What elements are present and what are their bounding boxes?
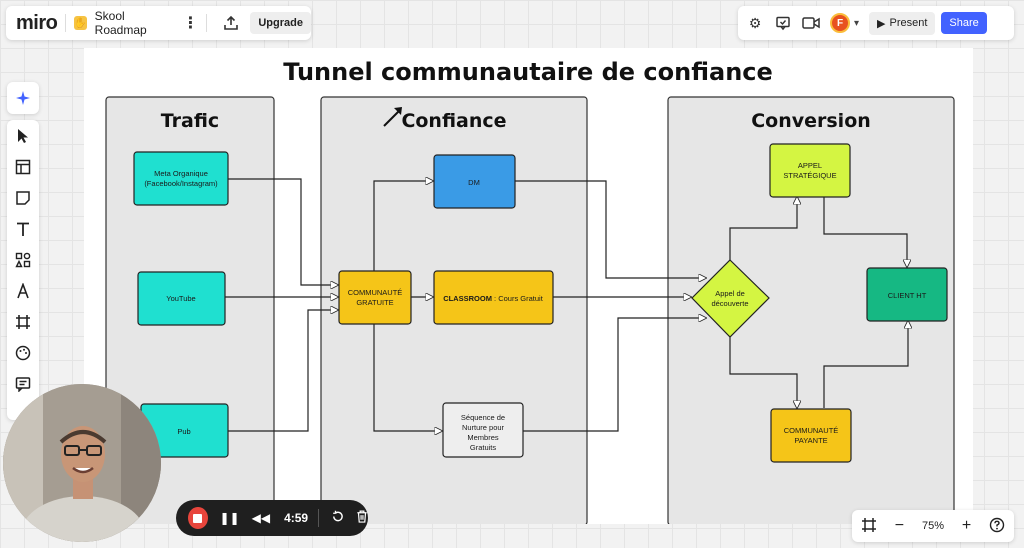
frame-tool-icon[interactable] <box>7 306 39 337</box>
reactions-icon[interactable]: ⚙︎ <box>748 14 762 31</box>
node-community-line1: COMMUNAUTÉ <box>348 288 403 297</box>
webcam-person-image <box>3 384 161 542</box>
connector-dm-to-call <box>515 180 706 278</box>
arrow-cursor-icon <box>383 109 401 127</box>
stop-icon <box>193 513 203 523</box>
play-icon: ▶ <box>877 17 886 30</box>
node-strategic-line2: STRATÉGIQUE <box>783 171 836 180</box>
node-nurture-sequence[interactable]: Séquence de Nurture pour Membres Gratuit… <box>442 402 524 458</box>
arrow-head <box>394 107 402 115</box>
connector-nurture-to-call <box>523 318 706 432</box>
connector-community-to-nurture <box>373 324 442 431</box>
zoom-level[interactable]: 75% <box>921 520 944 532</box>
node-appel-strategique[interactable]: APPEL STRATÉGIQUE <box>769 143 851 198</box>
node-classroom[interactable]: CLASSROOM : Cours Gratuit <box>433 270 554 325</box>
node-pub[interactable]: Pub <box>140 403 229 458</box>
divider <box>65 14 67 32</box>
zoom-controls: − 75% + <box>852 510 1014 542</box>
node-communaute-payante[interactable]: COMMUNAUTÉ PAYANTE <box>770 408 852 463</box>
node-community-line2: GRATUITE <box>356 298 393 307</box>
comments-icon[interactable] <box>772 12 794 34</box>
diagram-title: Tunnel communautaire de confiance <box>283 58 773 86</box>
board-name[interactable]: Skool Roadmap <box>94 9 147 37</box>
classroom-bold: CLASSROOM <box>443 294 492 303</box>
node-pub-label: Pub <box>177 427 190 436</box>
rewind-icon[interactable]: ◀◀ <box>251 511 271 525</box>
select-tool-icon[interactable] <box>7 120 39 151</box>
ai-assist-button[interactable] <box>7 82 39 114</box>
connector-paid-to-client <box>823 321 908 408</box>
node-dm-label: DM <box>468 178 480 187</box>
left-toolbar <box>7 120 39 420</box>
comment-tool-icon[interactable] <box>7 368 39 399</box>
node-appel-decouverte[interactable]: Appel de découverte <box>691 259 770 338</box>
classroom-rest: : Cours Gratuit <box>492 294 544 303</box>
pause-icon[interactable]: ❚❚ <box>219 511 240 525</box>
recording-timer: 4:59 <box>284 511 309 525</box>
node-paid-line2: PAYANTE <box>794 436 827 445</box>
node-nurture-line1: Séquence de <box>461 413 505 422</box>
funnel-diagram: Tunnel communautaire de confiance Trafic… <box>105 58 955 524</box>
trash-icon[interactable] <box>356 510 368 526</box>
share-button[interactable]: Share <box>941 12 987 34</box>
node-dm[interactable]: DM <box>433 154 516 209</box>
node-call-line1: Appel de <box>715 289 745 298</box>
video-call-icon[interactable] <box>800 12 822 34</box>
user-avatar[interactable]: F <box>830 13 850 33</box>
fit-frame-icon[interactable] <box>861 517 877 536</box>
divider <box>318 509 319 527</box>
more-options-icon[interactable]: ⋮ <box>182 15 199 32</box>
recording-controls: ❚❚ ◀◀ 4:59 <box>176 500 368 536</box>
node-nurture-line4: Gratuits <box>470 443 497 452</box>
sticky-note-tool-icon[interactable] <box>7 182 39 213</box>
top-left-panel: miro ✋ Skool Roadmap ⋮ Upgrade <box>6 6 311 40</box>
webcam-bubble[interactable] <box>3 384 161 542</box>
zoom-in-button[interactable]: + <box>961 517 972 534</box>
connector-pub-to-community <box>228 310 338 432</box>
node-nurture-line3: Membres <box>467 433 499 442</box>
node-meta-line1: Meta Organique <box>154 169 208 178</box>
connector-call-to-paid <box>729 336 797 408</box>
board-icon: ✋ <box>74 16 87 30</box>
restart-icon[interactable] <box>331 510 344 526</box>
column-title-conversion: Conversion <box>751 110 871 132</box>
node-client-ht[interactable]: CLIENT HT <box>866 267 948 322</box>
connector-meta-to-community <box>228 178 338 285</box>
upgrade-button[interactable]: Upgrade <box>250 12 311 34</box>
board-frame[interactable]: Tunnel communautaire de confiance Trafic… <box>84 48 973 524</box>
node-strategic-line1: APPEL <box>798 161 822 170</box>
connector-strategic-to-client <box>823 197 907 267</box>
pen-tool-icon[interactable] <box>7 275 39 306</box>
stop-recording-button[interactable] <box>188 507 208 529</box>
column-title-confiance: Confiance <box>401 110 506 132</box>
text-tool-icon[interactable] <box>7 213 39 244</box>
node-classroom-label: CLASSROOM : Cours Gratuit <box>443 294 544 303</box>
zoom-out-button[interactable]: − <box>894 517 905 534</box>
present-label: Present <box>889 17 928 29</box>
node-nurture-line2: Nurture pour <box>462 423 505 432</box>
export-icon[interactable] <box>221 12 240 34</box>
shapes-tool-icon[interactable] <box>7 244 39 275</box>
divider <box>206 14 208 32</box>
templates-tool-icon[interactable] <box>7 151 39 182</box>
top-right-panel: ⚙︎ F ▾ ▶Present Share <box>738 6 1014 40</box>
node-client-label: CLIENT HT <box>888 291 927 300</box>
node-paid-line1: COMMUNAUTÉ <box>784 426 839 435</box>
miro-logo[interactable]: miro <box>16 11 58 34</box>
node-call-line2: découverte <box>711 299 748 308</box>
node-meta-organique[interactable]: Meta Organique (Facebook/Instagram) <box>133 151 229 206</box>
connector-call-to-strategic <box>729 197 797 260</box>
connector-community-to-dm <box>373 181 433 271</box>
column-title-trafic: Trafic <box>161 110 219 132</box>
column-conversion[interactable]: Conversion <box>667 96 955 524</box>
palette-tool-icon[interactable] <box>7 337 39 368</box>
node-communaute-gratuite[interactable]: COMMUNAUTÉ GRATUITE <box>338 270 412 325</box>
node-youtube[interactable]: YouTube <box>137 271 226 326</box>
node-meta-line2: (Facebook/Instagram) <box>144 179 218 188</box>
present-button[interactable]: ▶Present <box>869 11 936 35</box>
help-icon[interactable] <box>989 517 1005 536</box>
connectors <box>225 179 908 431</box>
node-youtube-label: YouTube <box>166 294 195 303</box>
chevron-down-icon[interactable]: ▾ <box>854 17 860 29</box>
